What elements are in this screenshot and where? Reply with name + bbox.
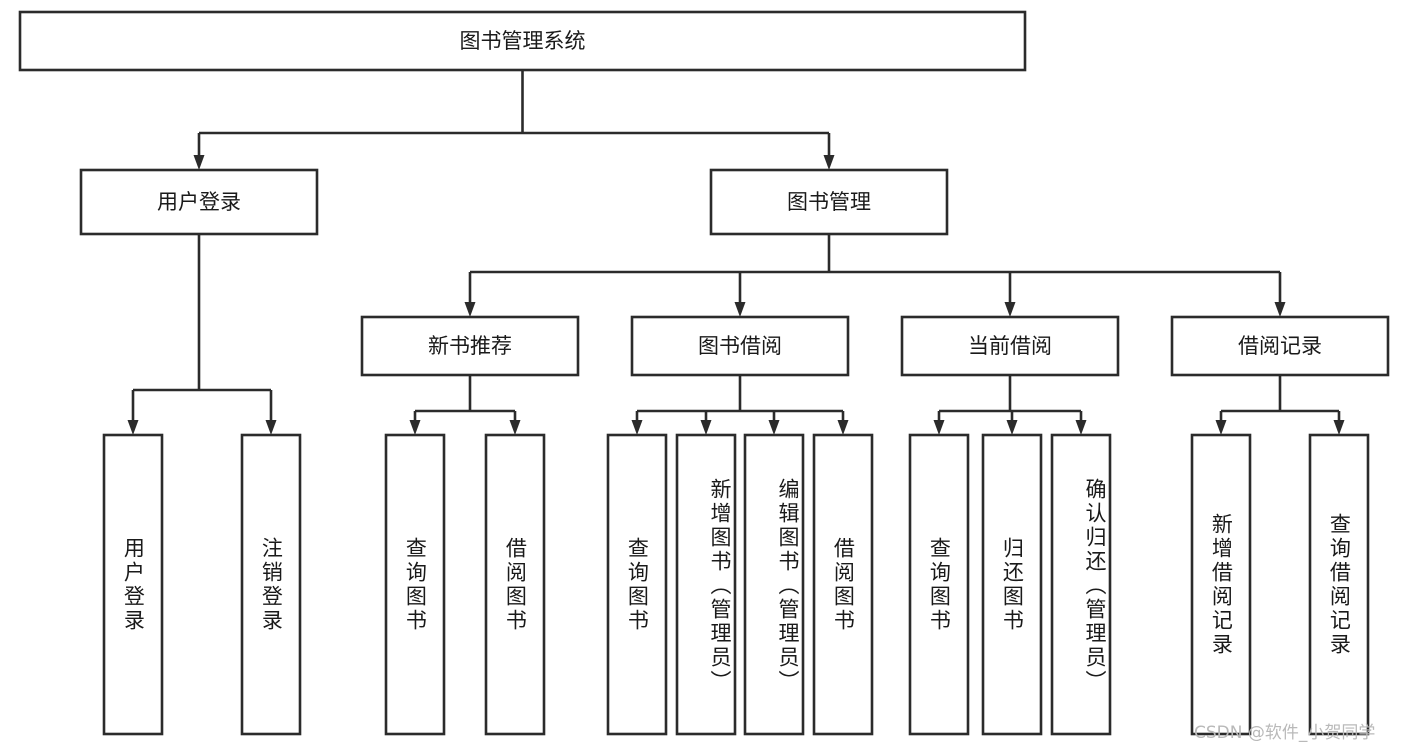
- node-box-leaf-user-login[interactable]: [102, 433, 164, 736]
- arrow-head-icon: [193, 155, 205, 170]
- arrow-head-icon: [700, 420, 712, 435]
- box-layer: [18, 10, 1390, 736]
- node-box-leaf-query-record[interactable]: [1308, 433, 1370, 736]
- node-label-current-borrow: 当前借阅: [968, 334, 1052, 358]
- node-label-book-borrow: 图书借阅: [698, 334, 782, 358]
- arrow-head-icon: [127, 420, 139, 435]
- node-box-book-borrow[interactable]: [630, 315, 850, 377]
- arrow-head-icon: [768, 420, 780, 435]
- arrow-head-icon: [409, 420, 421, 435]
- node-box-borrow-record[interactable]: [1170, 315, 1390, 377]
- node-label-user-login: 用户登录: [157, 190, 241, 214]
- arrow-head-icon: [734, 302, 746, 317]
- arrow-head-icon: [823, 155, 835, 170]
- arrow-head-icon: [1333, 420, 1345, 435]
- node-box-leaf-add-record[interactable]: [1190, 433, 1252, 736]
- arrow-head-icon: [933, 420, 945, 435]
- node-box-leaf-query-book-3[interactable]: [908, 433, 970, 736]
- node-box-current-borrow[interactable]: [900, 315, 1120, 377]
- node-box-leaf-borrow-book-1[interactable]: [484, 433, 546, 736]
- node-box-leaf-edit-book[interactable]: [743, 433, 805, 736]
- node-box-root[interactable]: [18, 10, 1027, 72]
- arrow-head-icon: [1075, 420, 1087, 435]
- node-box-leaf-return-book[interactable]: [981, 433, 1043, 736]
- node-label-root: 图书管理系统: [460, 29, 586, 53]
- arrow-head-icon: [631, 420, 643, 435]
- arrow-head-icon: [464, 302, 476, 317]
- node-box-leaf-user-logout[interactable]: [240, 433, 302, 736]
- node-label-book-manage: 图书管理: [787, 190, 871, 214]
- node-box-leaf-query-book-1[interactable]: [384, 433, 446, 736]
- node-box-leaf-confirm-return[interactable]: [1050, 433, 1112, 736]
- arrow-head-icon: [265, 420, 277, 435]
- arrow-head-icon: [1215, 420, 1227, 435]
- node-box-new-book-recommend[interactable]: [360, 315, 580, 377]
- node-label-borrow-record: 借阅记录: [1238, 334, 1322, 358]
- arrow-head-icon: [1006, 420, 1018, 435]
- node-box-leaf-borrow-book-2[interactable]: [812, 433, 874, 736]
- node-box-user-login[interactable]: [79, 168, 319, 236]
- arrow-head-icon: [1004, 302, 1016, 317]
- arrow-head-icon: [1274, 302, 1286, 317]
- arrow-head-icon: [509, 420, 521, 435]
- arrow-head-icon: [837, 420, 849, 435]
- node-label-new-book-recommend: 新书推荐: [428, 334, 512, 358]
- watermark-text: CSDN @软件_小贺同学: [1194, 723, 1376, 743]
- node-box-book-manage[interactable]: [709, 168, 949, 236]
- node-box-leaf-add-book[interactable]: [675, 433, 737, 736]
- node-box-leaf-query-book-2[interactable]: [606, 433, 668, 736]
- connector-layer: [127, 70, 1345, 435]
